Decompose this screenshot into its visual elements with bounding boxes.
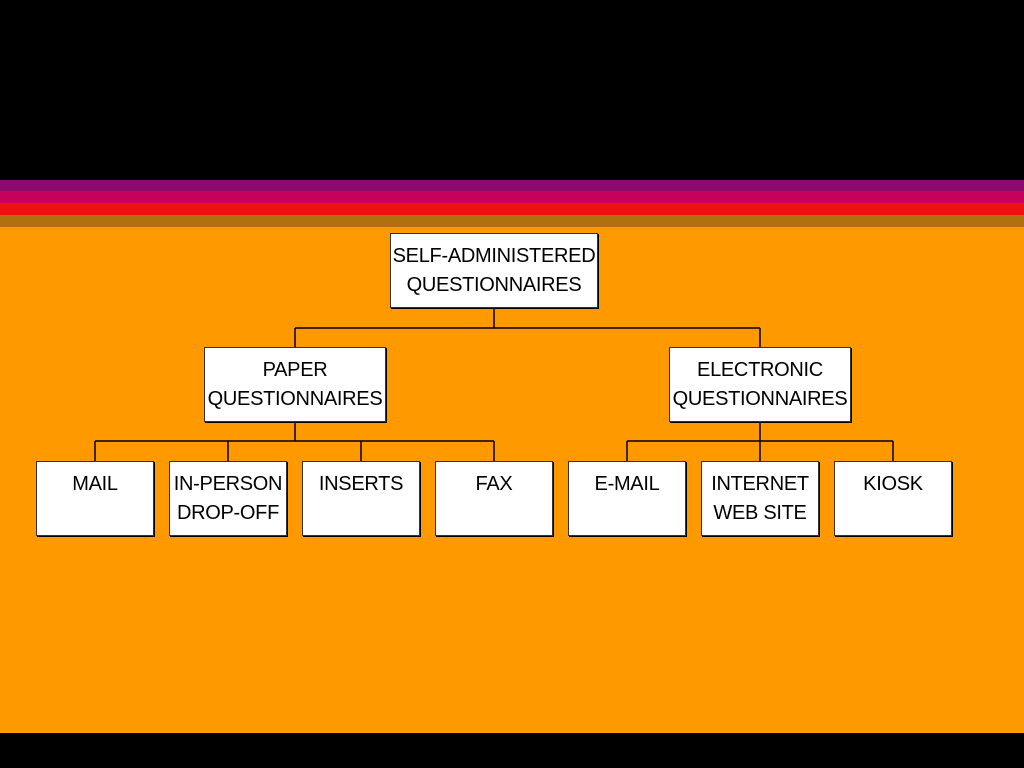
node-label-line2: WEB SITE (713, 502, 807, 524)
node-label-line1: IN-PERSON (173, 473, 283, 495)
node-e-mail: E-MAIL (568, 461, 686, 536)
node-inserts: INSERTS (302, 461, 420, 536)
node-label-line1: PAPER (262, 358, 328, 381)
node-label-line2: QUESTIONNAIRES (672, 387, 848, 410)
stripe-purple (0, 180, 1024, 191)
node-label-line2: QUESTIONNAIRES (207, 387, 383, 410)
node-label-line1: INSERTS (318, 473, 404, 495)
node-label-line2: DROP-OFF (176, 502, 280, 524)
node-electronic-questionnaires: ELECTRONIC QUESTIONNAIRES (669, 347, 851, 422)
stripe-red (0, 203, 1024, 215)
node-fax: FAX (435, 461, 553, 536)
bottom-band (0, 733, 1024, 768)
node-self-administered-questionnaires: SELF-ADMINISTERED QUESTIONNAIRES (390, 233, 598, 308)
node-label-line1: MAIL (72, 473, 118, 495)
stripe-brown (0, 215, 1024, 227)
node-paper-questionnaires: PAPER QUESTIONNAIRES (204, 347, 386, 422)
node-label-line1: E-MAIL (594, 473, 660, 495)
node-label-line1: ELECTRONIC (697, 358, 823, 381)
stripe-magenta (0, 191, 1024, 203)
node-label-line1: INTERNET (711, 473, 809, 495)
node-label-line1: SELF-ADMINISTERED (392, 244, 596, 267)
title-band (0, 0, 1024, 180)
node-label-line1: FAX (475, 473, 513, 495)
node-in-person-drop-off: IN-PERSON DROP-OFF (169, 461, 287, 536)
node-label-line2: QUESTIONNAIRES (406, 273, 582, 296)
node-mail: MAIL (36, 461, 154, 536)
node-kiosk: KIOSK (834, 461, 952, 536)
node-internet-web-site: INTERNET WEB SITE (701, 461, 819, 536)
node-label-line1: KIOSK (863, 473, 923, 495)
